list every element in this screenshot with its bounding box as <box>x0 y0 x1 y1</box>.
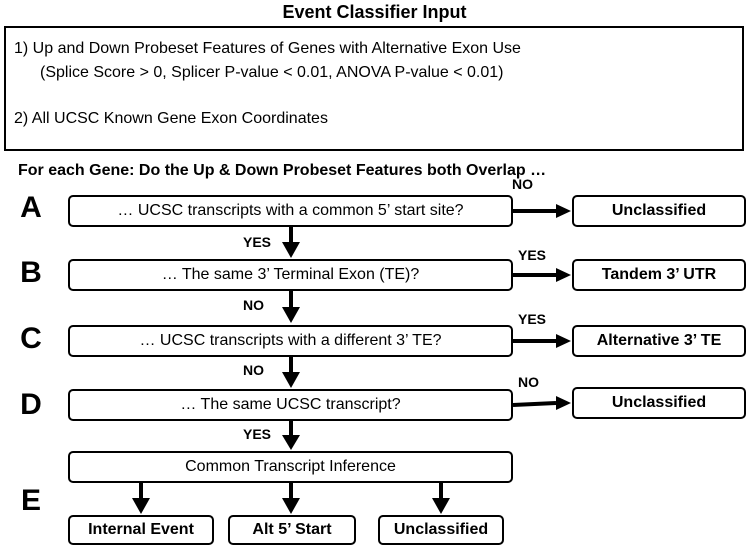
step-a-outcome: Unclassified <box>611 202 707 219</box>
input-box <box>4 26 744 151</box>
arrowhead-c-down <box>282 372 300 388</box>
step-b-outcome: Tandem 3’ UTR <box>601 266 717 283</box>
input-item-2: 2) All UCSC Known Gene Exon Coordinates <box>14 110 328 127</box>
step-c-question: … UCSC transcripts with a different 3’ T… <box>139 332 442 349</box>
step-e-inference-box: Common Transcript Inference <box>68 451 513 483</box>
step-d-question: … The same UCSC transcript? <box>180 396 401 413</box>
step-c-yes-label: YES <box>518 311 547 327</box>
arrowhead-e-down-3 <box>432 498 450 514</box>
arrowhead-e-down-1 <box>132 498 150 514</box>
arrowhead-b-down <box>282 307 300 323</box>
arrowhead-b-right <box>556 268 571 282</box>
arrow-d-to-outcome <box>512 401 557 407</box>
step-letter-a: A <box>20 191 42 224</box>
step-d-outcome: Unclassified <box>611 394 707 411</box>
step-letter-d: D <box>20 388 42 421</box>
step-b-question: … The same 3’ Terminal Exon (TE)? <box>161 266 420 283</box>
step-b-outcome-box: Tandem 3’ UTR <box>572 259 746 291</box>
step-c-no-label: NO <box>243 362 264 378</box>
input-item-1: 1) Up and Down Probeset Features of Gene… <box>14 40 521 57</box>
step-a-yes-label: YES <box>243 234 272 250</box>
step-d-question-box: … The same UCSC transcript? <box>68 389 513 421</box>
step-e-outcome-box-1: Internal Event <box>68 515 214 545</box>
step-letter-b: B <box>20 256 42 289</box>
step-e-outcome-box-2: Alt 5’ Start <box>228 515 356 545</box>
classification-prompt: For each Gene: Do the Up & Down Probeset… <box>18 162 547 179</box>
step-letter-e: E <box>20 484 41 517</box>
step-e-outcome-3: Unclassified <box>393 521 489 538</box>
arrowhead-a-right <box>556 204 571 218</box>
step-c-outcome-box: Alternative 3’ TE <box>572 325 746 357</box>
diagram-title: Event Classifier Input <box>282 2 467 22</box>
step-c-outcome: Alternative 3’ TE <box>596 332 722 349</box>
step-d-yes-label: YES <box>243 426 272 442</box>
step-e-inference: Common Transcript Inference <box>185 458 396 475</box>
step-b-no-label: NO <box>243 297 264 313</box>
step-b-yes-label: YES <box>518 247 547 263</box>
step-e-outcome-1: Internal Event <box>88 521 194 538</box>
step-e-outcome-box-3: Unclassified <box>378 515 504 545</box>
step-d-no-label: NO <box>518 374 539 390</box>
step-a-question-box: … UCSC transcripts with a common 5’ star… <box>68 195 513 227</box>
step-letter-c: C <box>20 322 42 355</box>
step-a-no-label: NO <box>512 176 533 192</box>
step-b-question-box: … The same 3’ Terminal Exon (TE)? <box>68 259 513 291</box>
arrowhead-d-down <box>282 435 300 450</box>
arrowhead-d-right <box>556 396 571 410</box>
step-a-outcome-box: Unclassified <box>572 195 746 227</box>
step-c-question-box: … UCSC transcripts with a different 3’ T… <box>68 325 513 357</box>
input-item-1-criteria: (Splice Score > 0, Splicer P-value < 0.0… <box>40 64 504 81</box>
step-e-outcome-2: Alt 5’ Start <box>252 521 332 538</box>
arrowhead-c-right <box>556 334 571 348</box>
arrowhead-a-down <box>282 242 300 258</box>
step-d-outcome-box: Unclassified <box>572 387 746 419</box>
arrowhead-e-down-2 <box>282 498 300 514</box>
step-a-question: … UCSC transcripts with a common 5’ star… <box>117 202 464 219</box>
